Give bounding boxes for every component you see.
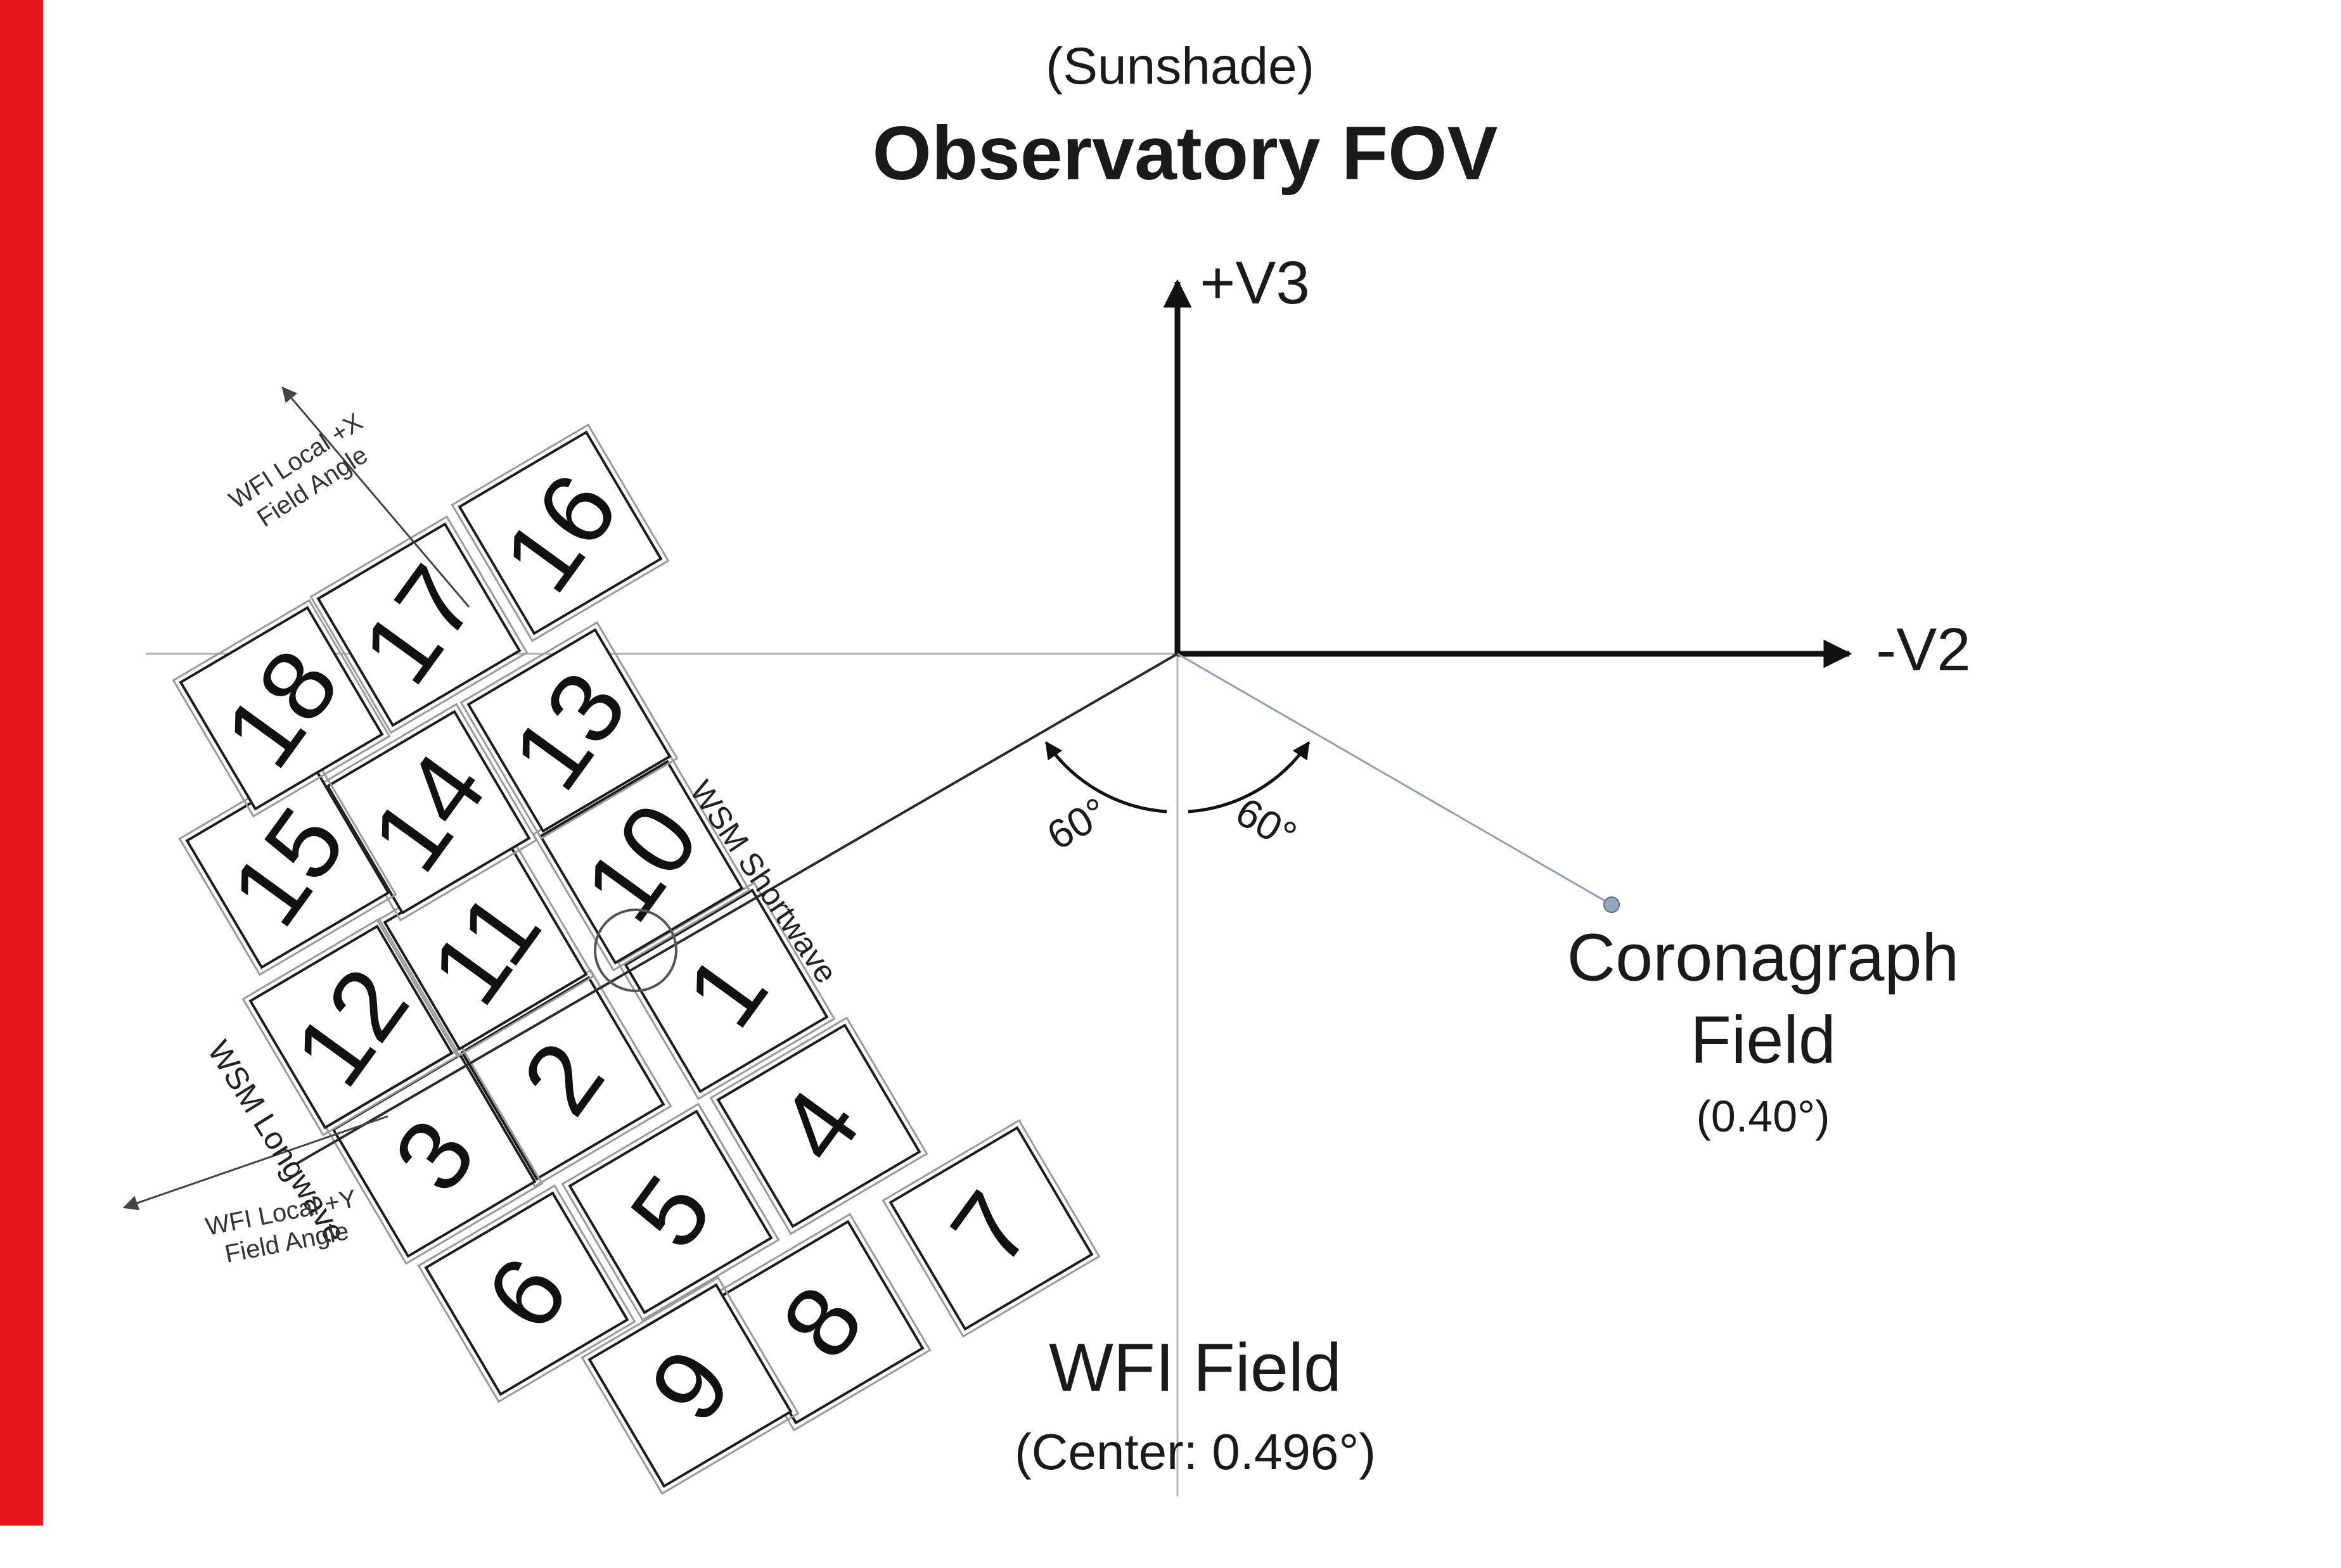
v2-axis-label: -V2 [1876,616,1971,684]
angle-arc-right [1188,741,1311,813]
wsm-shortwave-line [294,653,1179,1166]
title-observatory-fov: Observatory FOV [872,111,1498,196]
coronagraph-line [1177,653,1612,906]
title-sunshade: (Sunshade) [1046,37,1314,95]
wfi-field-label: WFI Field [1048,1329,1342,1406]
coronagraph-size-label: (0.40°) [1696,1092,1830,1141]
coronagraph-field-dot [1603,896,1620,913]
wfi-field-center-label: (Center: 0.496°) [1014,1424,1376,1480]
wfi-local-x-arrow [281,386,470,608]
wfi-local-y-arrow [122,1115,388,1211]
angle-arc-left [1044,741,1167,813]
coronagraph-label-line2: Field [1690,1002,1836,1078]
v3-axis-label: +V3 [1200,249,1310,317]
wsm-position-circle [594,908,677,992]
red-edge-stripe [0,0,43,1526]
coronagraph-label-line1: Coronagraph [1567,920,1959,995]
